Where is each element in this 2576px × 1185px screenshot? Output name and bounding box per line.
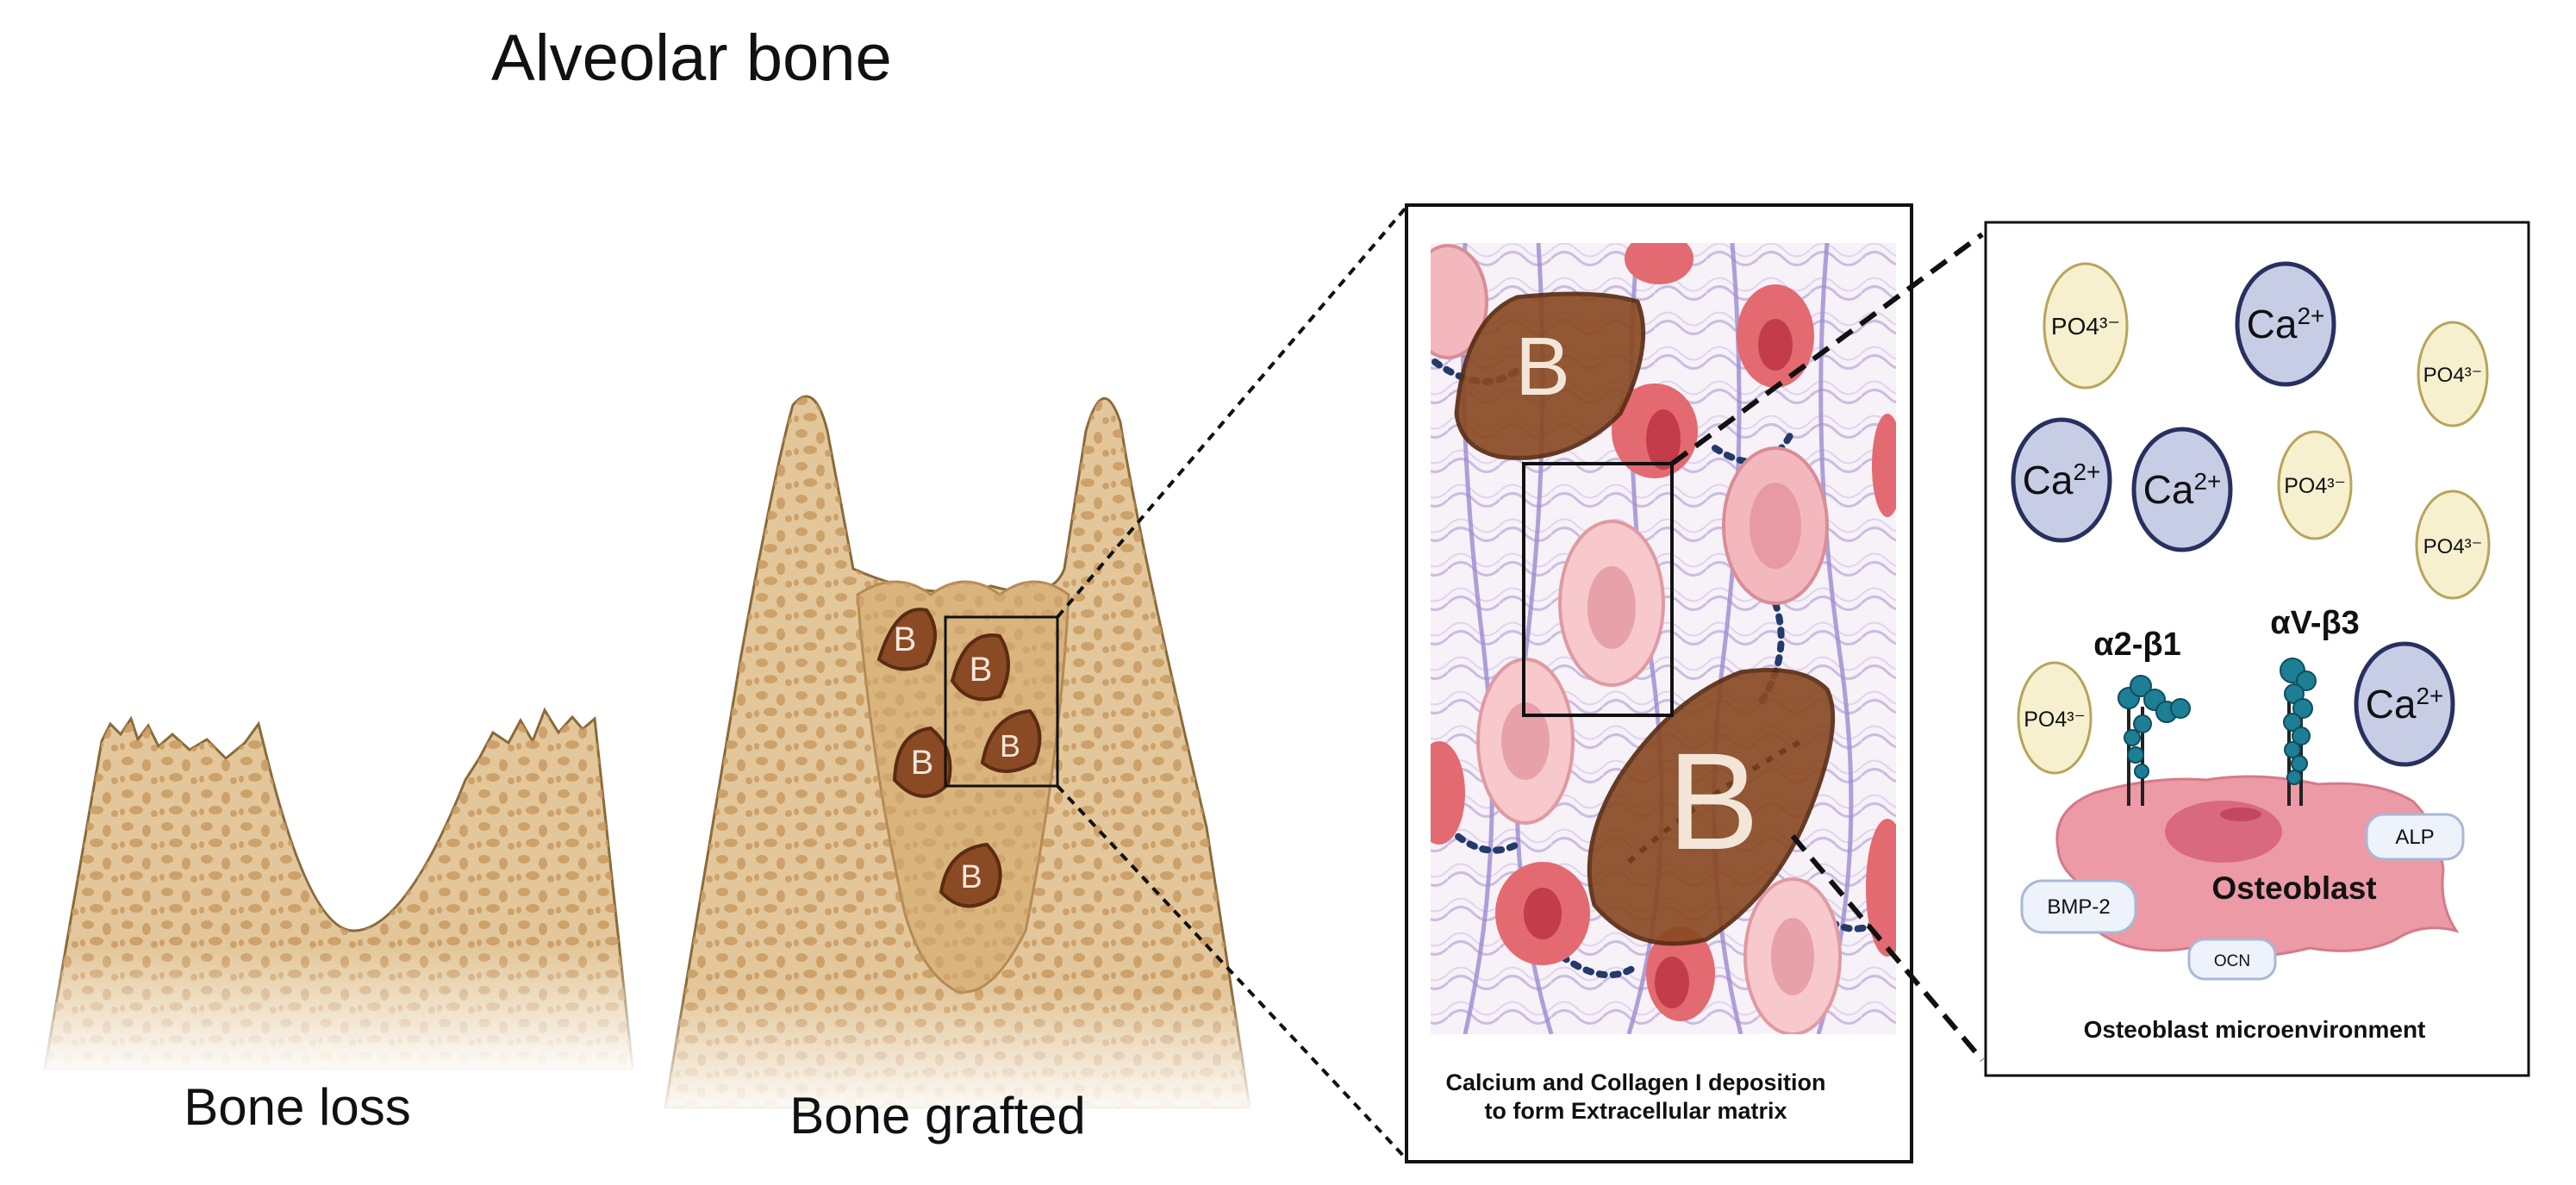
svg-text:PO4³⁻: PO4³⁻: [2284, 474, 2346, 498]
svg-text:Ca2+: Ca2+: [2366, 682, 2444, 727]
phosphate-ion: PO4³⁻: [2017, 661, 2093, 775]
svg-text:B: B: [894, 621, 917, 658]
svg-text:B: B: [970, 651, 993, 689]
svg-text:PO4³⁻: PO4³⁻: [2024, 708, 2086, 732]
graft-particle: B: [950, 633, 1010, 702]
calcium-ion: Ca2+: [2131, 427, 2233, 552]
svg-text:B: B: [1515, 321, 1570, 413]
svg-text:Ca2+: Ca2+: [2247, 302, 2325, 346]
calcium-ion: Ca2+: [2235, 261, 2336, 387]
ecm-caption-line1: Calcium and Collagen I deposition: [1445, 1070, 1825, 1095]
svg-text:BMP-2: BMP-2: [2047, 895, 2110, 919]
alp-marker: ALP: [2365, 813, 2465, 861]
integrin-receptor-icon: [2280, 658, 2317, 806]
ecm-cells: [1431, 243, 1896, 1034]
ecm-caption-line2: to form Extracellular matrix: [1484, 1098, 1787, 1124]
graft-particle: B: [980, 708, 1042, 773]
ecm-graft-particle-small: B: [1454, 291, 1646, 460]
osteoblast-label: Osteoblast: [2211, 870, 2376, 906]
graft-particles: B B B B B: [876, 608, 1042, 908]
bmp2-marker: BMP-2: [2020, 879, 2137, 934]
calcium-ion: Ca2+: [2011, 417, 2112, 543]
zoom-box-graft: [944, 615, 1059, 788]
graft-particle: B: [939, 842, 1002, 908]
svg-text:B: B: [1668, 724, 1760, 878]
phosphate-ion: PO4³⁻: [2417, 321, 2489, 427]
svg-text:OCN: OCN: [2214, 952, 2250, 970]
svg-text:PO4³⁻: PO4³⁻: [2051, 313, 2120, 340]
svg-text:PO4³⁻: PO4³⁻: [2423, 535, 2483, 558]
zoom-connector: [1670, 232, 1984, 466]
zoom-connector: [1056, 784, 1408, 1161]
graft-particle: B: [876, 608, 937, 671]
svg-text:B: B: [911, 744, 934, 782]
phosphate-ion: PO4³⁻: [2277, 430, 2353, 540]
osteoblast-cell: [2055, 775, 2460, 958]
bone-grafted-label: Bone grafted: [789, 1087, 1086, 1144]
bone-grafted-illustration: [655, 395, 1258, 1120]
bone-loss-label: Bone loss: [184, 1078, 411, 1136]
phosphate-ion: PO4³⁻: [2043, 262, 2129, 390]
ecm-graft-particle-large: B: [1587, 668, 1836, 946]
calcium-ion: Ca2+: [2354, 641, 2455, 767]
svg-text:Ca2+: Ca2+: [2143, 467, 2222, 512]
svg-text:PO4³⁻: PO4³⁻: [2423, 364, 2483, 387]
zoom-connector: [1056, 205, 1408, 619]
svg-text:B: B: [1000, 728, 1020, 764]
ecm-tissue: B B: [1431, 243, 1896, 1034]
bone-loss-illustration: [34, 707, 646, 1077]
svg-text:B: B: [960, 859, 982, 895]
integrin-alphav-beta3-label: αV-β3: [2270, 605, 2360, 641]
microenvironment-caption: Osteoblast microenvironment: [2084, 1016, 2426, 1043]
ocn-marker: OCN: [2187, 938, 2277, 981]
svg-text:ALP: ALP: [2395, 826, 2434, 849]
integrin-alpha2-beta1-label: α2-β1: [2093, 627, 2180, 663]
graft-particle: B: [892, 726, 952, 798]
integrin-receptor-icon: [2118, 675, 2191, 806]
phosphate-ion: PO4³⁻: [2415, 490, 2491, 600]
figure-title: Alveolar bone: [491, 22, 892, 95]
zoom-connector: [1790, 834, 1985, 1062]
zoom-box-ecm: [1522, 462, 1674, 717]
svg-text:Ca2+: Ca2+: [2023, 458, 2101, 502]
